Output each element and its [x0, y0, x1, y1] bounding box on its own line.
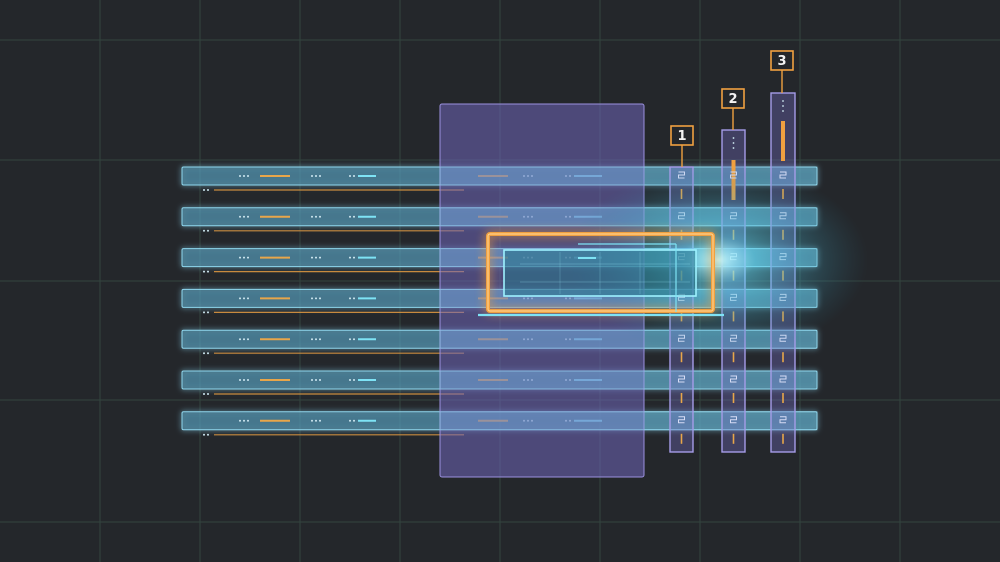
- row-dot: [349, 297, 351, 300]
- badge-box: [670, 125, 694, 146]
- row-dot: [311, 256, 313, 259]
- row-dot: [207, 270, 209, 273]
- row-dot: [239, 338, 241, 341]
- row-dot: [349, 215, 351, 218]
- row-dot: [311, 297, 313, 300]
- column-dot: [732, 137, 735, 139]
- row-dot: [243, 175, 245, 177]
- badge-box: [721, 88, 745, 109]
- column-dot: [782, 110, 784, 112]
- row-dot: [247, 297, 249, 300]
- row-dot: [207, 311, 209, 314]
- column-badge-2: 2: [721, 88, 745, 130]
- row-dot: [319, 297, 321, 300]
- row-dot: [243, 297, 245, 300]
- row-dot: [311, 379, 313, 381]
- badge-label: 3: [777, 54, 786, 69]
- column-accent-bar: [781, 121, 785, 161]
- row-dot: [247, 256, 249, 259]
- row-dot: [207, 393, 209, 395]
- row-dot: [247, 338, 249, 341]
- row-dot: [311, 215, 313, 218]
- row-dot: [247, 419, 249, 422]
- row-dot: [311, 419, 313, 422]
- row-dot: [247, 175, 249, 177]
- row-dot: [203, 229, 205, 232]
- column-glyph: [730, 375, 737, 383]
- column-glyph: [779, 416, 787, 424]
- row-dot: [207, 352, 209, 355]
- row-dot: [239, 379, 241, 381]
- cyan-glow: [568, 165, 868, 355]
- row-dot: [319, 215, 321, 218]
- column-badge-1: 1: [670, 125, 694, 167]
- row-dot: [349, 175, 351, 177]
- highlight-selection: [478, 232, 724, 317]
- row-dot: [349, 256, 351, 259]
- row-overlay: [439, 411, 818, 431]
- row-dot: [319, 256, 321, 259]
- row-overlay: [439, 370, 818, 390]
- row-dot: [315, 175, 317, 177]
- row-dot: [203, 433, 205, 436]
- inner-cell: [503, 249, 697, 297]
- row-dot: [353, 419, 355, 422]
- row-dot: [315, 215, 317, 218]
- column-dot: [782, 100, 784, 102]
- column-dot: [782, 105, 784, 107]
- row-dot: [353, 338, 355, 341]
- row-dot: [247, 215, 249, 218]
- row-dot: [311, 175, 313, 177]
- row-dot: [243, 379, 245, 381]
- row-dot: [311, 338, 313, 341]
- row-dot: [319, 175, 321, 177]
- badge-label: 2: [728, 92, 737, 107]
- row-dot: [203, 189, 205, 191]
- row-dot: [315, 419, 317, 422]
- row-dot: [349, 338, 351, 341]
- row-dot: [203, 393, 205, 395]
- row-dot: [319, 419, 321, 422]
- row-dot: [207, 433, 209, 436]
- row-dot: [203, 270, 205, 273]
- row-dot: [239, 215, 241, 218]
- column-glyph: [678, 375, 685, 383]
- badge-box: [770, 50, 794, 71]
- column-glyph: [730, 416, 737, 424]
- column-dot: [732, 147, 735, 149]
- row-dot: [353, 256, 355, 259]
- row-dot: [319, 379, 321, 381]
- row-dot: [353, 379, 355, 381]
- row-dot: [203, 311, 205, 314]
- row-dot: [319, 338, 321, 341]
- row-dot: [315, 297, 317, 300]
- row-dot: [315, 256, 317, 259]
- row-dot: [203, 352, 205, 355]
- row-dot: [207, 229, 209, 232]
- row-dot: [239, 297, 241, 300]
- row-dot: [353, 215, 355, 218]
- column-dot: [732, 142, 735, 144]
- row-dot: [315, 379, 317, 381]
- row-dot: [239, 175, 241, 177]
- badge-label: 1: [677, 129, 686, 144]
- row-dot: [247, 379, 249, 381]
- row-dot: [243, 338, 245, 341]
- row-dot: [353, 175, 355, 177]
- row-dot: [353, 297, 355, 300]
- row-dot: [239, 256, 241, 259]
- row-dot: [239, 419, 241, 422]
- column-glyph: [779, 375, 787, 383]
- column-badge-3: 3: [770, 50, 794, 93]
- column-badges: 1 2 3: [670, 50, 794, 167]
- row-dot: [243, 419, 245, 422]
- row-dot: [349, 419, 351, 422]
- row-dot: [243, 215, 245, 218]
- row-dot: [243, 256, 245, 259]
- row-dot: [315, 338, 317, 341]
- row-dot: [207, 189, 209, 191]
- row-dot: [349, 379, 351, 381]
- column-glyph: [678, 416, 685, 424]
